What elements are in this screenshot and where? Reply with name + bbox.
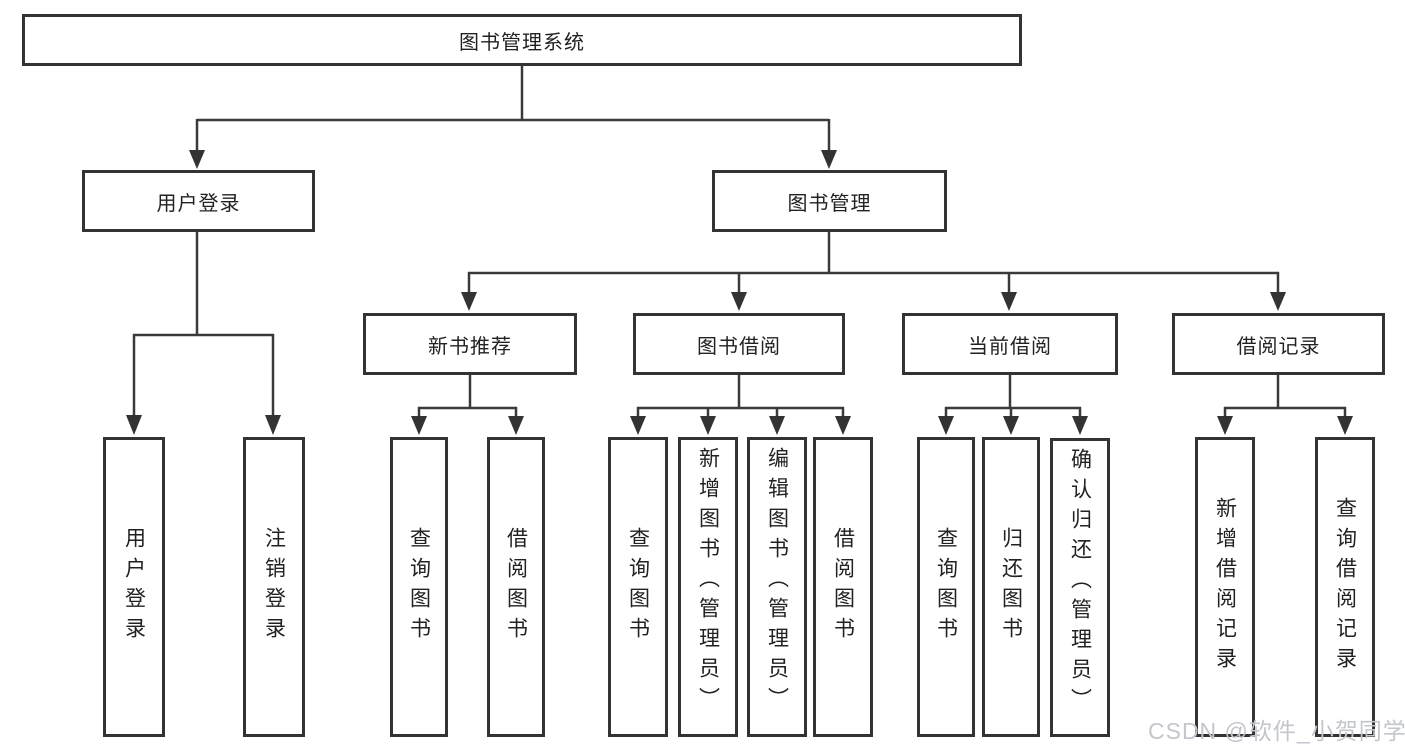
leaf-newbooks-query-label: 查询图书 [407,527,431,647]
node-borrowing-records-label: 借阅记录 [1236,335,1321,358]
node-root: 图书管理系统 [22,14,1022,66]
leaf-current-return: 归还图书 [982,437,1040,737]
leaf-borrow-query-label: 查询图书 [626,527,650,647]
leaf-current-query: 查询图书 [917,437,975,737]
leaf-newbooks-borrow-label: 借阅图书 [504,527,528,647]
csdn-watermark: CSDN @软件_小贺同学 [1148,718,1405,744]
leaf-borrow-edit-admin-label: 编辑图书（管理员） [765,447,789,717]
leaf-records-add: 新增借阅记录 [1195,437,1255,737]
leaf-newbooks-query: 查询图书 [390,437,448,737]
node-user-login: 用户登录 [82,170,315,232]
node-book-borrowing-label: 图书借阅 [697,335,781,358]
leaf-borrow-add-admin: 新增图书（管理员） [678,437,738,737]
leaf-user-login: 用户登录 [103,437,165,737]
node-new-book-recommend-label: 新书推荐 [428,335,512,358]
node-book-management: 图书管理 [712,170,947,232]
node-new-book-recommend: 新书推荐 [363,313,577,375]
leaf-user-login-label: 用户登录 [122,527,146,647]
node-current-borrowing-label: 当前借阅 [968,335,1052,358]
node-book-borrowing: 图书借阅 [633,313,845,375]
node-book-management-label: 图书管理 [787,192,872,215]
leaf-logout-label: 注销登录 [262,527,286,647]
leaf-records-add-label: 新增借阅记录 [1213,497,1237,677]
node-current-borrowing: 当前借阅 [902,313,1118,375]
leaf-current-confirm-admin: 确认归还（管理员） [1050,438,1110,737]
leaf-newbooks-borrow: 借阅图书 [487,437,545,737]
node-user-login-label: 用户登录 [156,192,241,215]
leaf-records-query: 查询借阅记录 [1315,437,1375,737]
leaf-borrow-add-admin-label: 新增图书（管理员） [696,447,720,717]
leaf-borrow-query: 查询图书 [608,437,668,737]
leaf-logout: 注销登录 [243,437,305,737]
leaf-current-confirm-admin-label: 确认归还（管理员） [1068,448,1092,718]
leaf-borrow-borrow: 借阅图书 [813,437,873,737]
node-borrowing-records: 借阅记录 [1172,313,1385,375]
leaf-current-query-label: 查询图书 [934,527,958,647]
leaf-borrow-edit-admin: 编辑图书（管理员） [747,437,807,737]
leaf-records-query-label: 查询借阅记录 [1333,497,1357,677]
leaf-borrow-borrow-label: 借阅图书 [831,527,855,647]
node-root-label: 图书管理系统 [459,31,585,54]
leaf-current-return-label: 归还图书 [999,527,1023,647]
